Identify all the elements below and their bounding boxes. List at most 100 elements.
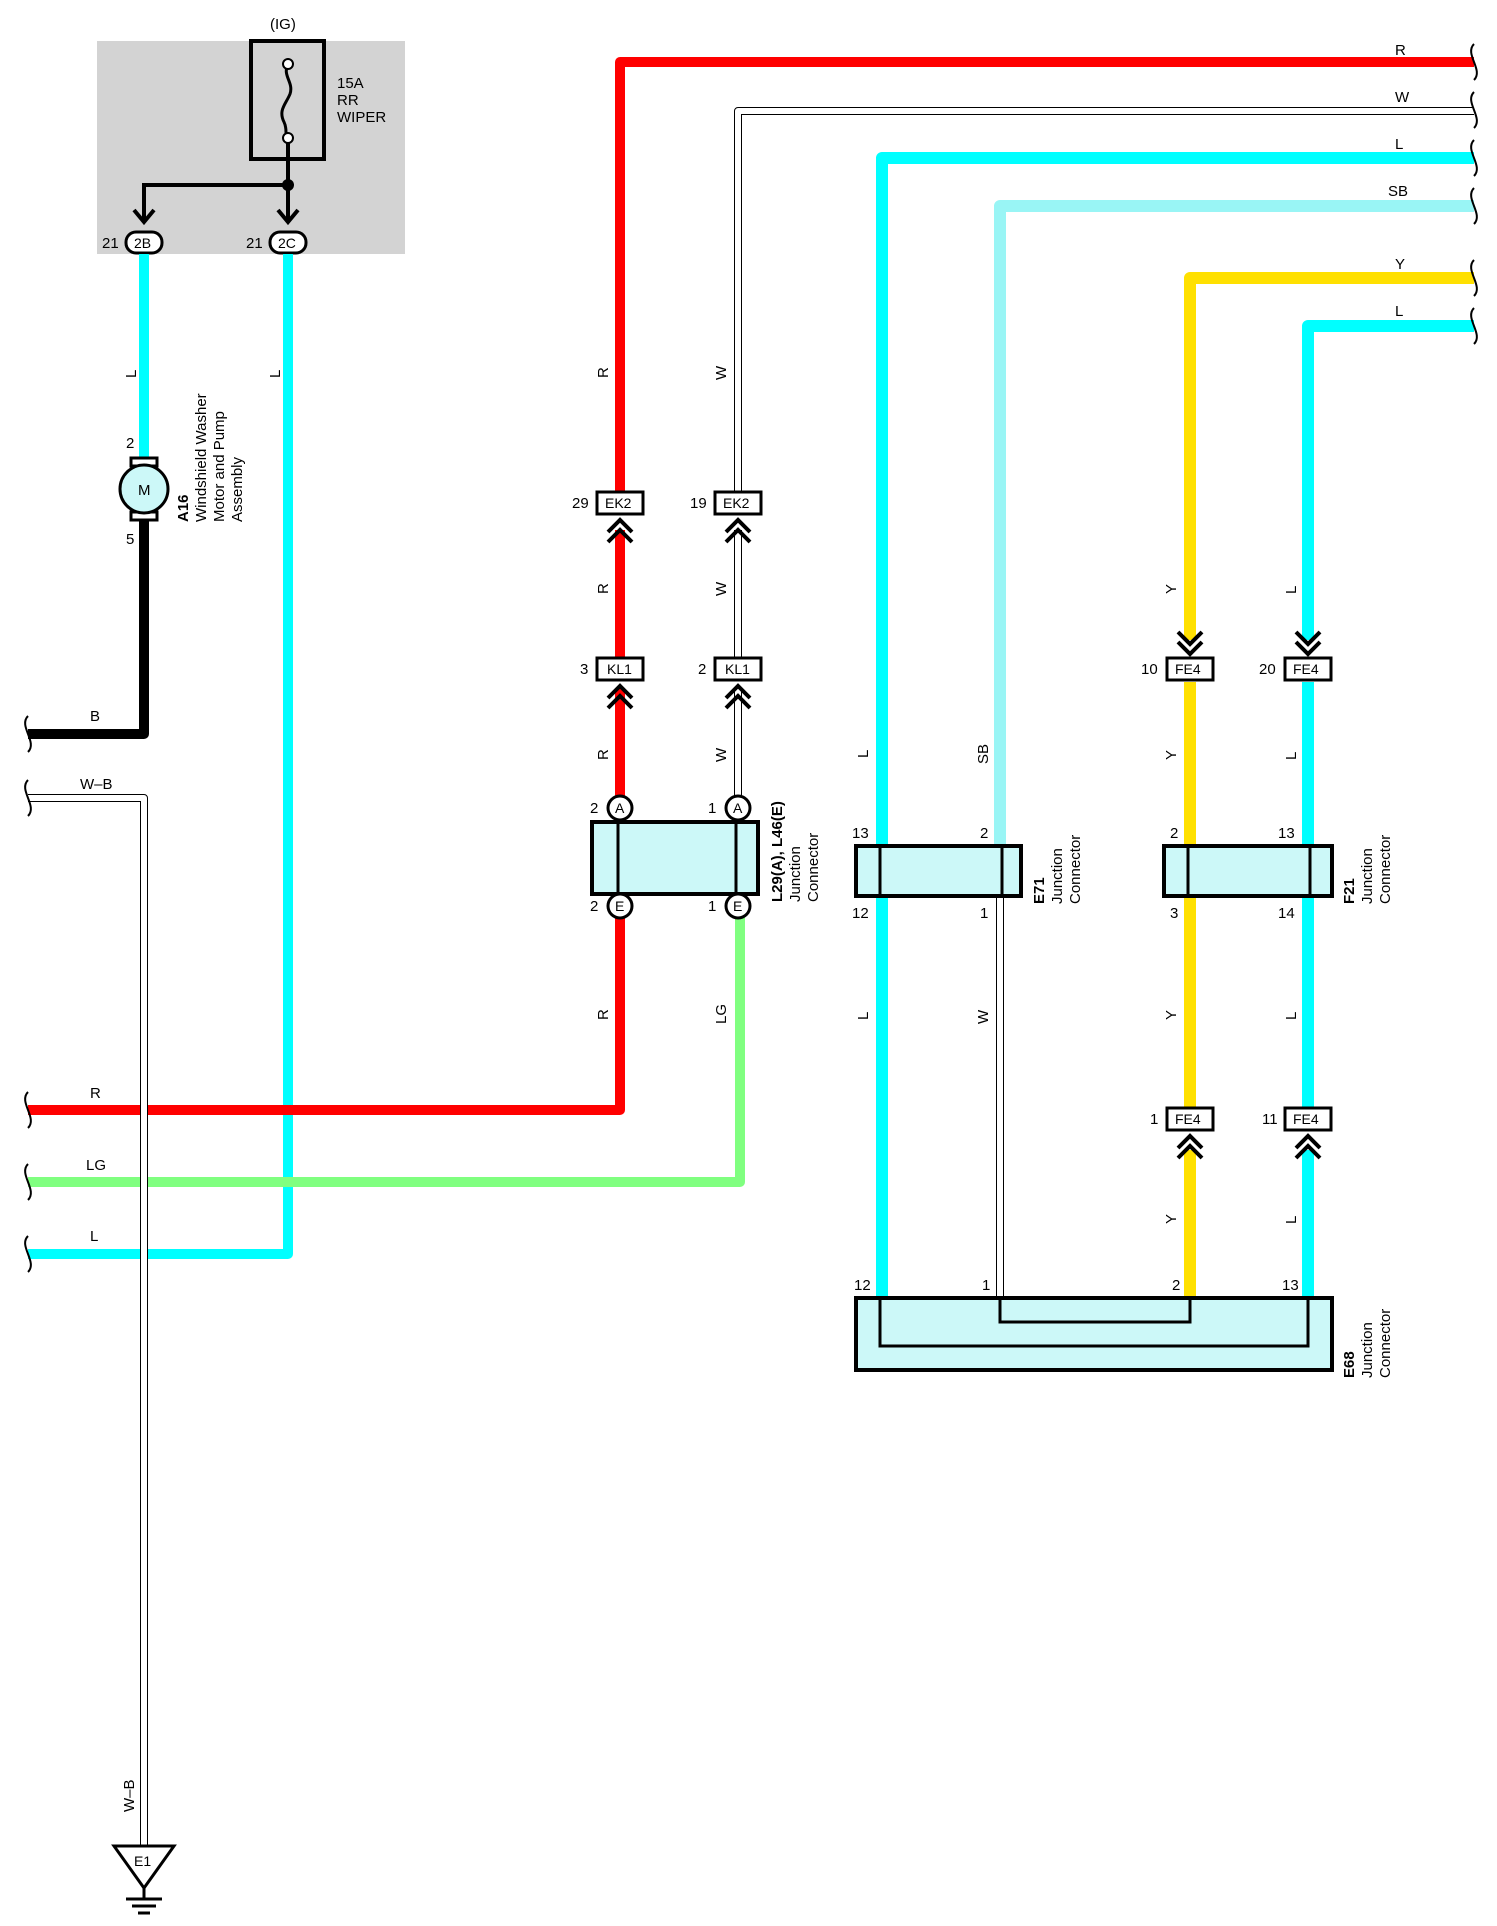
junction-l29-code: L29(A), L46(E) xyxy=(769,801,786,902)
fuse-box: (IG) 15A RR WIPER 2B 2C 21 21 xyxy=(97,16,405,255)
junction-l29-pin-tl: 2 xyxy=(590,800,598,817)
wire-labels: R W L SB Y L B W–B R LG L L L W–B R R R … xyxy=(80,42,1410,1812)
wire-wb-outline xyxy=(28,794,148,1848)
ground-triangle-icon xyxy=(111,1844,177,1891)
break-icon-b-left xyxy=(24,715,32,753)
connector-kl1-r-box xyxy=(595,656,645,682)
junction-e71-pin-bl: 12 xyxy=(852,905,869,922)
wire-sb xyxy=(994,200,1474,848)
chevron-up-icon xyxy=(1294,1133,1322,1160)
junction-f21-pin-bl: 3 xyxy=(1170,905,1178,922)
motor-name-line2: Motor and Pump xyxy=(211,411,228,522)
motor-symbol: M xyxy=(138,482,151,499)
connector-fe4-l-bot-box xyxy=(1283,1106,1333,1132)
connector-fe4-l-bot-code: FE4 xyxy=(1293,1111,1319,1127)
label-l-motor: L xyxy=(123,370,140,378)
junction-f21-pin-tl: 2 xyxy=(1170,825,1178,842)
junction-f21-pin-tr: 13 xyxy=(1278,825,1295,842)
wire-w-top xyxy=(735,108,1474,500)
label-w-1: W xyxy=(713,365,730,380)
connector-kl1-w-pin: 2 xyxy=(698,661,706,678)
label-l-right-4: L xyxy=(1283,1216,1300,1224)
ground-e1: E1 xyxy=(111,1844,177,1915)
pin-2c-code: 2C xyxy=(278,235,296,251)
label-y-2: Y xyxy=(1163,750,1180,760)
motor-body-icon xyxy=(118,463,170,515)
connector-fe4-l-bot-pin: 11 xyxy=(1262,1111,1278,1128)
fuse-terminal-bottom xyxy=(282,132,294,144)
pin-2b-number: 21 xyxy=(102,235,119,252)
wire-wb xyxy=(28,795,147,1848)
wire-l-from-2c xyxy=(28,254,293,1259)
junction-l29-pin-e-left xyxy=(606,892,634,920)
junction-l29-pin-a-right-letter: A xyxy=(733,800,743,816)
fuse-branch-wire xyxy=(142,183,288,222)
break-icon-r-left xyxy=(24,1091,32,1129)
junction-e71: 13 2 12 1 E71 Junction Connector xyxy=(852,825,1084,922)
break-icon-l-right xyxy=(1470,139,1478,177)
label-l-left: L xyxy=(90,1228,98,1245)
motor-pin-bottom: 5 xyxy=(126,531,134,548)
label-y-3: Y xyxy=(1163,1010,1180,1020)
connector-kl1-w-code: KL1 xyxy=(725,661,750,677)
wire-w-top-outline xyxy=(734,107,1474,500)
label-l-right-1: L xyxy=(1283,586,1300,594)
washer-motor: M 2 5 A16 Windshield Washer Motor and Pu… xyxy=(118,393,246,548)
power-source-label: (IG) xyxy=(270,16,296,33)
connector-kl1-r-code: KL1 xyxy=(607,661,632,677)
label-w-top: W xyxy=(1395,89,1410,106)
wire-b-ground xyxy=(28,520,149,739)
pin-2b-chevron-icon xyxy=(132,208,156,226)
junction-e68-bus-outer xyxy=(878,1298,1310,1348)
connector-ek2-w-box xyxy=(713,490,763,516)
connector-fe4-l-top-pin: 20 xyxy=(1259,661,1276,678)
label-y-4: Y xyxy=(1163,1214,1180,1224)
wire-r-l29-out xyxy=(28,904,625,1115)
junction-l29-pin-tr: 1 xyxy=(708,800,716,817)
motor-name-line3: Assembly xyxy=(229,456,246,522)
label-lg-vertical: LG xyxy=(713,1004,730,1024)
label-w-3: W xyxy=(713,747,730,762)
pin-2c-oval xyxy=(268,230,308,255)
junction-e71-type1: Junction xyxy=(1049,848,1066,904)
wire-break-marks xyxy=(24,43,1478,1273)
label-r-top: R xyxy=(1395,42,1406,59)
junction-f21-pin-br: 14 xyxy=(1278,905,1295,922)
connector-kl1-r-pin: 3 xyxy=(580,661,588,678)
connector-ek2-w-code: EK2 xyxy=(723,495,750,511)
fuse-name-line1: RR xyxy=(337,92,359,109)
label-wb-bottom: W–B xyxy=(121,1779,138,1812)
chevron-up-icon xyxy=(724,517,752,544)
connector-ek2-r-pin: 29 xyxy=(572,495,589,512)
inline-connectors: EK2 29 EK2 19 KL1 3 KL1 2 FE4 10 FE4 20 … xyxy=(572,490,1333,1160)
junction-l29-pin-a-left-letter: A xyxy=(615,800,625,816)
label-l-main-1: L xyxy=(855,750,872,758)
motor-name-line1: Windshield Washer xyxy=(193,393,210,522)
junction-l29-pin-br: 1 xyxy=(708,898,716,915)
label-lg-left: LG xyxy=(86,1157,106,1174)
pin-2b-code: 2B xyxy=(134,235,151,251)
break-icon-y-right xyxy=(1470,259,1478,297)
junction-f21-body xyxy=(1162,844,1334,898)
junction-e68-pin-4: 13 xyxy=(1282,1277,1299,1294)
chevron-up-icon xyxy=(1176,1133,1204,1160)
junction-e68-type2: Connector xyxy=(1377,1309,1394,1378)
junction-l29-pin-e-left-letter: E xyxy=(615,898,624,914)
junction-e68-body xyxy=(854,1296,1334,1372)
connector-fe4-y-top-box xyxy=(1165,656,1215,682)
junction-l29-type1: Junction xyxy=(787,846,804,902)
junction-l29-pin-e-right-letter: E xyxy=(733,898,742,914)
junction-f21-type1: Junction xyxy=(1359,848,1376,904)
connector-ek2-r-code: EK2 xyxy=(605,495,632,511)
junction-e68-code: E68 xyxy=(1341,1351,1358,1378)
fuse-name-line2: WIPER xyxy=(337,109,386,126)
junction-l29-pin-a-left xyxy=(606,794,634,822)
label-r-left: R xyxy=(90,1085,101,1102)
connector-fe4-l-top-box xyxy=(1283,656,1333,682)
splice-point xyxy=(282,179,294,191)
label-l-2c: L xyxy=(267,370,284,378)
pin-2b-oval xyxy=(124,230,164,255)
break-icon-sb-right xyxy=(1470,187,1478,225)
junction-e68-bus-inner xyxy=(998,1298,1192,1324)
